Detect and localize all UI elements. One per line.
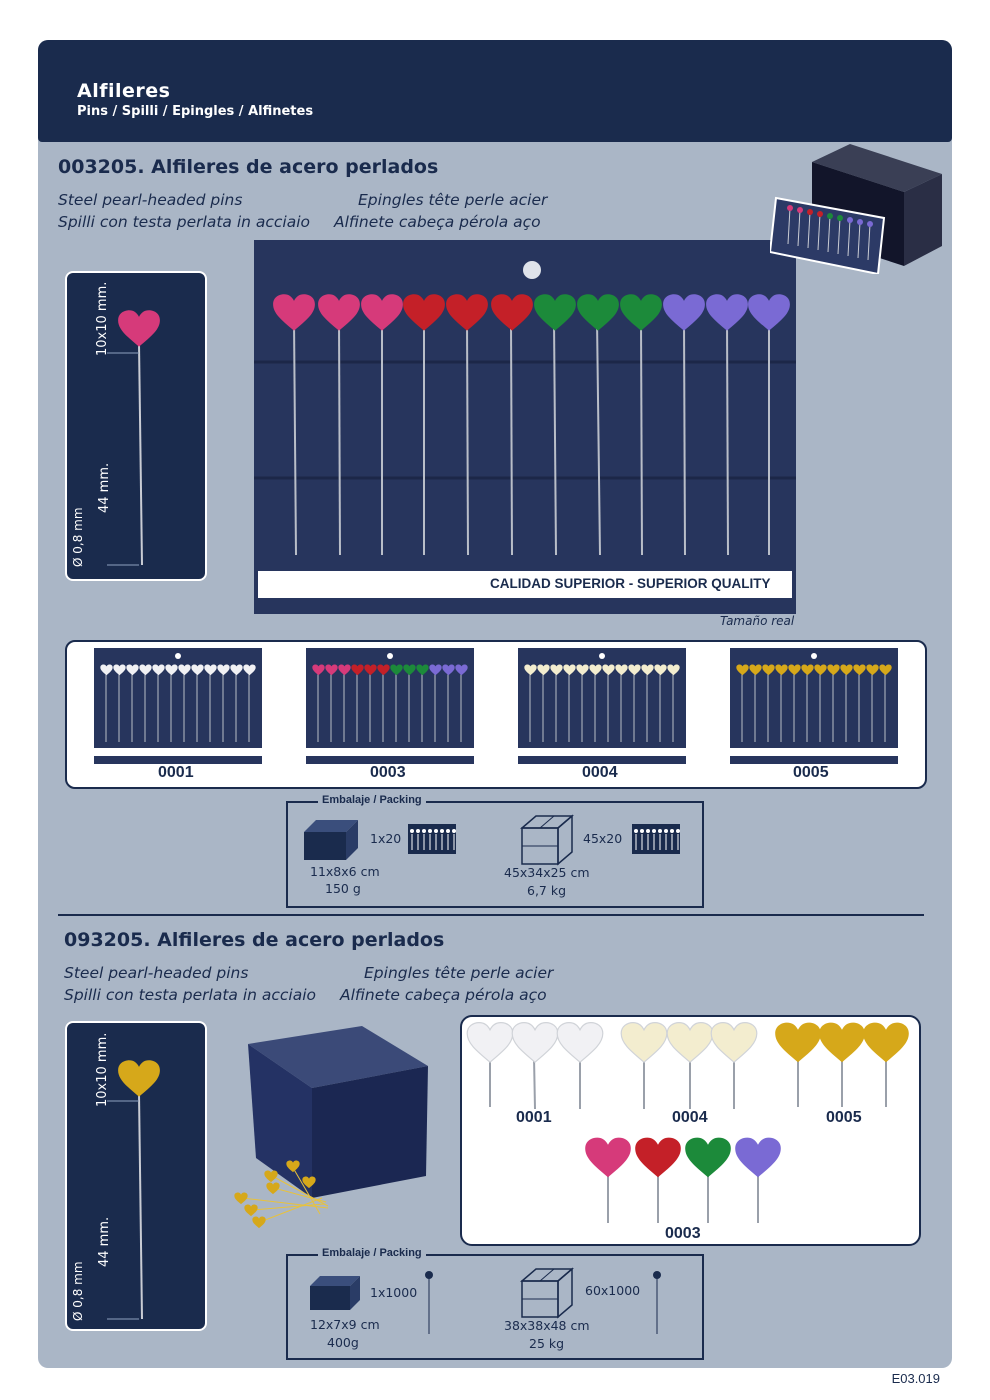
pin-card-art xyxy=(254,261,796,556)
packing-title: Embalaje / Packing xyxy=(318,794,426,806)
section2-trans-it: Spilli con testa perlata in acciaio xyxy=(64,986,317,1004)
packing-box xyxy=(286,1254,704,1360)
variant-code: 0004 xyxy=(672,1109,708,1126)
section2-trans-pt: Alfinete cabeça pérola aço xyxy=(340,986,547,1004)
outer-carton-icon xyxy=(520,1267,574,1319)
outer-dims: 45x34x25 cm xyxy=(504,865,590,880)
variant-card-art xyxy=(730,653,898,756)
variant-code: 0005 xyxy=(826,1109,862,1126)
variant-code: 0003 xyxy=(665,1225,701,1242)
variant-hearts-art xyxy=(466,1021,909,1223)
section1-trans-fr: Epingles tête perle acier xyxy=(358,191,548,209)
section2-trans-en: Steel pearl-headed pins xyxy=(64,964,249,982)
quality-label: CALIDAD SUPERIOR - SUPERIOR QUALITY xyxy=(490,576,771,591)
variant-code: 0001 xyxy=(516,1109,552,1126)
section2-trans-fr: Epingles tête perle acier xyxy=(364,964,554,982)
outer-weight: 25 kg xyxy=(529,1336,565,1351)
variant-card-0003 xyxy=(306,648,474,764)
variant-card-0004 xyxy=(518,648,686,764)
card-icon xyxy=(408,824,456,854)
outer-qty: 45x20 xyxy=(583,831,623,846)
variant-card-art xyxy=(518,653,686,756)
variant-code: 0005 xyxy=(793,764,829,781)
diameter-label: Ø 0,8 mm xyxy=(71,1261,85,1321)
section1-trans-pt: Alfinete cabeça pérola aço xyxy=(334,213,541,231)
inner-qty: 1x1000 xyxy=(370,1285,418,1300)
inner-weight: 400g xyxy=(327,1335,359,1350)
inner-dims: 11x8x6 cm xyxy=(310,864,380,879)
head-size-label: 10x10 mm. xyxy=(95,281,110,356)
variant-card-0005 xyxy=(730,648,898,764)
length-label: 44 mm. xyxy=(97,1216,112,1267)
page-header xyxy=(38,40,952,142)
page-subtitle: Pins / Spilli / Epingles / Alfinetes xyxy=(77,104,314,119)
pin-card: CALIDAD SUPERIOR - SUPERIOR QUALITY xyxy=(254,240,796,614)
variant-code: 0001 xyxy=(158,764,194,781)
section1-trans-en: Steel pearl-headed pins xyxy=(58,191,243,209)
card-icon xyxy=(632,824,680,854)
diameter-label: Ø 0,8 mm xyxy=(71,507,85,567)
variant-card-0001 xyxy=(94,648,262,764)
page-code: E03.019 xyxy=(891,1371,940,1386)
variant-card-art xyxy=(306,653,474,756)
section1-title: 003205. Alfileres de acero perlados xyxy=(58,156,439,178)
section-divider xyxy=(58,914,924,916)
pin-diagram xyxy=(107,310,160,566)
packing-title: Embalaje / Packing xyxy=(318,1247,426,1259)
outer-carton-icon xyxy=(520,814,574,866)
section2-title: 093205. Alfileres de acero perlados xyxy=(64,929,445,951)
product-box-image xyxy=(234,1026,428,1229)
outer-dims: 38x38x48 cm xyxy=(504,1318,590,1333)
variant-card-art xyxy=(94,653,262,756)
inner-box-icon xyxy=(310,1276,360,1310)
outer-qty: 60x1000 xyxy=(585,1283,641,1298)
variant-code: 0004 xyxy=(582,764,618,781)
pin-icon xyxy=(425,1271,433,1334)
inner-box-icon xyxy=(304,820,358,860)
variant-code: 0003 xyxy=(370,764,406,781)
pin-icon xyxy=(653,1271,661,1334)
quality-band xyxy=(258,571,792,598)
pin-diagram xyxy=(107,1060,160,1320)
pin-dimension-box: 10x10 mm. 44 mm. Ø 0,8 mm xyxy=(65,1021,207,1331)
length-label: 44 mm. xyxy=(97,462,112,513)
inner-qty: 1x20 xyxy=(370,831,402,846)
product-box-image xyxy=(770,144,942,274)
real-size-note: Tamaño real xyxy=(720,614,795,628)
inner-weight: 150 g xyxy=(325,881,361,896)
page-title: Alfileres xyxy=(77,80,171,102)
head-size-label: 10x10 mm. xyxy=(95,1032,110,1107)
section1-trans-it: Spilli con testa perlata in acciaio xyxy=(58,213,311,231)
outer-weight: 6,7 kg xyxy=(527,883,567,898)
pin-dimension-box: 10x10 mm. 44 mm. Ø 0,8 mm xyxy=(65,271,207,581)
packing-box xyxy=(286,801,704,908)
inner-dims: 12x7x9 cm xyxy=(310,1317,380,1332)
